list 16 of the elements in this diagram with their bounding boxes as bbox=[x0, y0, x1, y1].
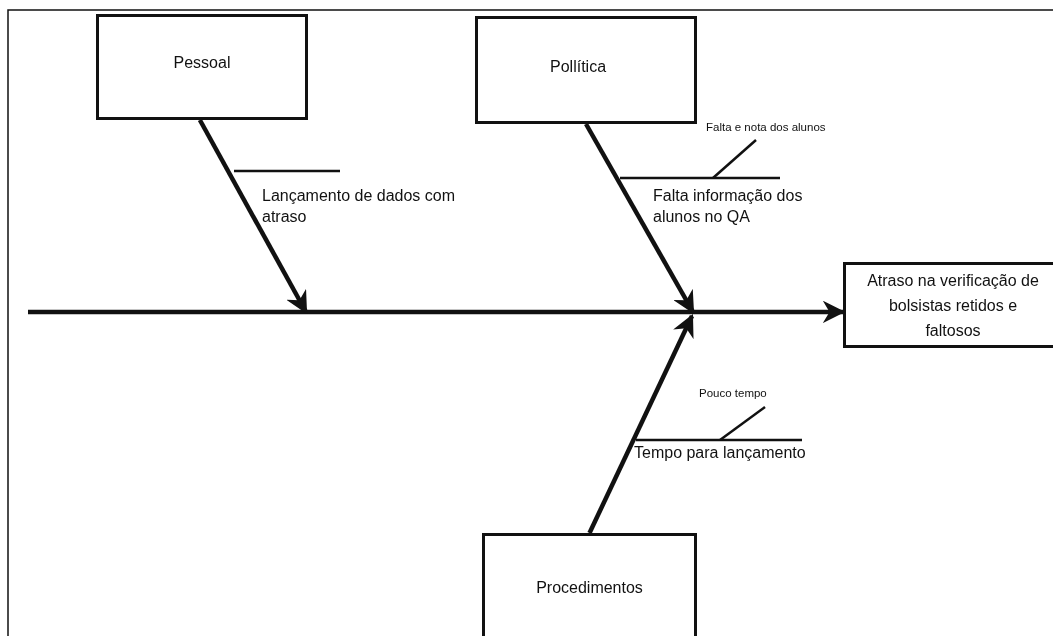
cause-label: Falta informação dos alunos no QA bbox=[653, 186, 804, 227]
arrow bbox=[197, 118, 308, 314]
box-label: Pessoal bbox=[173, 53, 231, 73]
cause-label: Falta e nota dos alunos bbox=[706, 120, 827, 135]
cause-label: Lançamento de dados com atraso bbox=[262, 186, 456, 227]
cause-label: Tempo para lançamento bbox=[634, 443, 807, 463]
box-label: Pollítica bbox=[550, 57, 607, 77]
cause-label: Pouco tempo bbox=[699, 386, 768, 401]
category-box bbox=[475, 16, 697, 124]
box-label: Atraso na verificação de bolsistas retidos e faltosos bbox=[866, 271, 1040, 341]
box-label: Procedimentos bbox=[536, 578, 643, 598]
arrow bbox=[584, 122, 695, 314]
effect-box bbox=[843, 262, 1053, 348]
arrow bbox=[587, 313, 695, 534]
category-box bbox=[96, 14, 308, 120]
category-box bbox=[482, 533, 697, 636]
